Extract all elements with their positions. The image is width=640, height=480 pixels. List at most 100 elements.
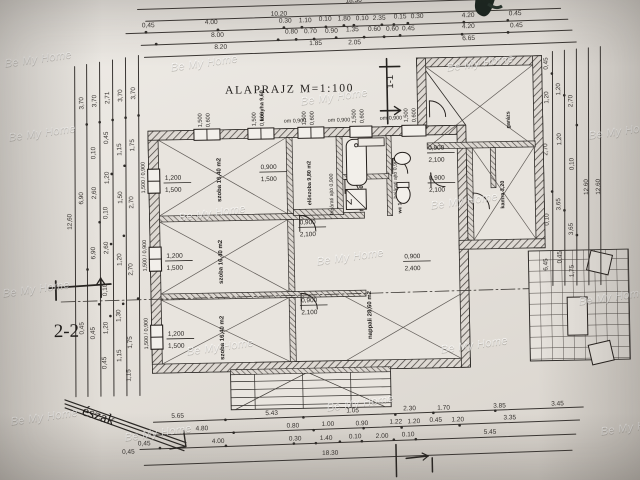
svg-text:4.00: 4.00 — [205, 19, 218, 26]
svg-text:18.30: 18.30 — [322, 450, 339, 457]
svg-text:szoba 16,40 m2: szoba 16,40 m2 — [216, 157, 223, 202]
svg-text:1,500: 1,500 — [166, 265, 183, 272]
svg-text:2,60: 2,60 — [103, 241, 110, 254]
svg-text:0,900: 0,900 — [428, 145, 445, 152]
svg-text:3.35: 3.35 — [503, 414, 516, 421]
section-marker-left-label: 2-2 — [54, 321, 80, 342]
svg-text:4.20: 4.20 — [462, 12, 475, 19]
svg-text:0,45: 0,45 — [79, 322, 86, 335]
svg-text:2,70: 2,70 — [128, 196, 135, 209]
svg-text:1,500: 1,500 — [351, 109, 357, 123]
svg-text:0.10: 0.10 — [402, 431, 415, 438]
svg-text:0,900: 0,900 — [300, 219, 317, 226]
svg-text:1,500 / 0,900: 1,500 / 0,900 — [140, 162, 147, 194]
svg-text:2,70: 2,70 — [542, 143, 549, 156]
svg-text:4.20: 4.20 — [462, 23, 475, 30]
svg-text:előszoba 9,80 m2: előszoba 9,80 m2 — [306, 161, 313, 205]
svg-text:kamra 3,20: kamra 3,20 — [500, 181, 507, 209]
svg-text:0.70: 0.70 — [304, 28, 317, 35]
svg-text:1.10: 1.10 — [299, 17, 312, 24]
svg-text:om 0,900: om 0,900 — [380, 115, 403, 121]
svg-text:6,45: 6,45 — [542, 258, 549, 271]
svg-text:1,30: 1,30 — [115, 309, 122, 322]
svg-text:0.10: 0.10 — [349, 433, 362, 440]
svg-text:1.40: 1.40 — [320, 435, 333, 442]
svg-text:0,600: 0,600 — [260, 112, 266, 126]
svg-text:0,45: 0,45 — [142, 22, 155, 29]
door-label: 0,900 2,100 — [426, 145, 455, 164]
svg-text:0,45: 0,45 — [556, 251, 563, 264]
svg-text:1,500 / 0,900: 1,500 / 0,900 — [142, 240, 149, 272]
svg-text:1,500: 1,500 — [302, 111, 308, 125]
svg-text:1,75: 1,75 — [129, 139, 136, 152]
svg-text:2.05: 2.05 — [348, 39, 361, 46]
svg-text:0.30: 0.30 — [289, 435, 302, 442]
svg-text:1,500: 1,500 — [403, 108, 409, 122]
svg-text:wc 1,60: wc 1,60 — [397, 195, 403, 214]
svg-text:0,10: 0,10 — [568, 157, 575, 170]
svg-text:0,45: 0,45 — [103, 131, 110, 144]
svg-text:0.45: 0.45 — [510, 22, 523, 29]
svg-text:4.00: 4.00 — [212, 438, 225, 445]
svg-text:12,60: 12,60 — [595, 178, 602, 194]
svg-text:0,600: 0,600 — [310, 111, 316, 125]
svg-text:nappali 28,60 m2: nappali 28,60 m2 — [367, 290, 374, 339]
svg-text:0,10: 0,10 — [90, 146, 97, 159]
svg-text:2,70: 2,70 — [127, 263, 134, 276]
svg-text:1.20: 1.20 — [451, 416, 464, 423]
svg-text:1,500: 1,500 — [198, 113, 204, 127]
svg-text:bejárati ajtó 0,900: bejárati ajtó 0,900 — [329, 173, 336, 214]
svg-text:0.45: 0.45 — [429, 417, 442, 424]
svg-text:2,60: 2,60 — [91, 186, 98, 199]
svg-text:3,65: 3,65 — [568, 222, 575, 235]
svg-text:2,100: 2,100 — [428, 157, 445, 164]
svg-text:0,45: 0,45 — [122, 449, 135, 456]
svg-text:3,70: 3,70 — [117, 89, 124, 102]
svg-text:0,900: 0,900 — [429, 175, 446, 182]
svg-text:1,75: 1,75 — [127, 336, 134, 349]
svg-text:2,71: 2,71 — [104, 91, 111, 104]
svg-text:6,90: 6,90 — [78, 192, 85, 205]
svg-text:3.45: 3.45 — [551, 400, 564, 407]
svg-text:5.65: 5.65 — [171, 413, 184, 420]
svg-text:10.20: 10.20 — [271, 11, 288, 18]
svg-text:om 0,900: om 0,900 — [284, 118, 307, 124]
svg-text:1,20: 1,20 — [556, 133, 563, 146]
svg-text:0,45: 0,45 — [101, 356, 108, 369]
svg-text:2.35: 2.35 — [373, 15, 386, 22]
svg-text:1.22: 1.22 — [389, 418, 402, 425]
svg-text:0.45: 0.45 — [402, 25, 415, 32]
svg-text:2,400: 2,400 — [405, 265, 422, 272]
svg-text:5.45: 5.45 — [484, 429, 497, 436]
svg-text:1,500: 1,500 — [261, 176, 278, 183]
svg-text:1,50: 1,50 — [117, 191, 124, 204]
svg-text:12,60: 12,60 — [583, 179, 590, 195]
svg-text:0.80: 0.80 — [285, 28, 298, 35]
svg-text:3,65: 3,65 — [555, 198, 562, 211]
svg-text:1.00: 1.00 — [321, 421, 334, 428]
svg-text:0.60: 0.60 — [368, 26, 381, 33]
svg-text:garázs: garázs — [506, 111, 512, 128]
svg-text:0,10: 0,10 — [544, 213, 551, 226]
svg-text:szoba 16,40 m2: szoba 16,40 m2 — [218, 239, 225, 284]
svg-text:3,70: 3,70 — [91, 94, 98, 107]
svg-text:0.15: 0.15 — [394, 13, 407, 20]
svg-text:5.43: 5.43 — [265, 410, 278, 417]
svg-text:1,200: 1,200 — [166, 253, 183, 260]
svg-text:1,20: 1,20 — [116, 253, 123, 266]
svg-text:1,75: 1,75 — [569, 264, 576, 277]
svg-text:0.30: 0.30 — [279, 17, 292, 24]
svg-text:1,500: 1,500 — [168, 343, 185, 350]
svg-text:1.70: 1.70 — [437, 405, 450, 412]
svg-text:6.65: 6.65 — [462, 35, 475, 42]
svg-text:0.80: 0.80 — [287, 422, 300, 429]
svg-text:1,500 / 0,900: 1,500 / 0,900 — [143, 318, 150, 350]
svg-text:1,500: 1,500 — [252, 112, 258, 126]
window-label: 1,200 1,500 — [164, 253, 193, 272]
svg-text:0,45: 0,45 — [138, 440, 151, 447]
